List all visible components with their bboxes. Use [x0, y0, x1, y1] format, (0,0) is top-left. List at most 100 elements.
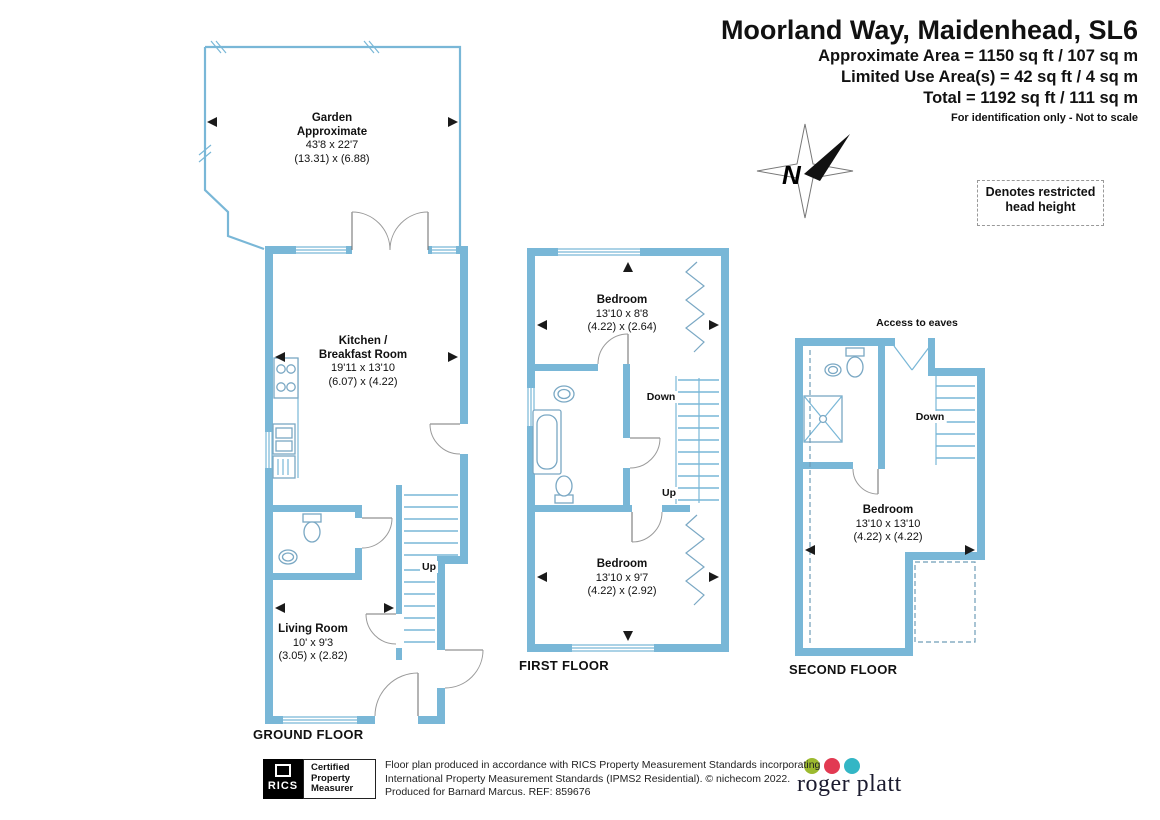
- limited-use-area: Limited Use Area(s) = 42 sq ft / 4 sq m: [841, 68, 1138, 86]
- window-icon: [283, 715, 357, 725]
- living-room-label: Living Room 10' x 9'3 (3.05) x (2.82): [278, 623, 348, 664]
- cert-line-2: Property: [311, 772, 351, 784]
- footer-line-3: Produced for Barnard Marcus. REF: 859676: [385, 786, 591, 798]
- kitchen-metric: (6.07) x (4.22): [328, 375, 398, 388]
- rics-wordmark: RICS: [267, 780, 299, 792]
- living-room-door-icon: [365, 613, 397, 645]
- footer-line-2: International Property Measurement Stand…: [385, 772, 791, 785]
- kitchen-fixtures: [272, 357, 299, 479]
- first-floor-walls: [527, 248, 729, 652]
- window-icon: [296, 245, 346, 255]
- living-metric: (3.05) x (2.82): [278, 650, 348, 662]
- hob-icon: [273, 357, 299, 399]
- garden-metric: (13.31) x (6.88): [294, 152, 370, 165]
- second-floor-bathroom-fixtures: [803, 347, 865, 443]
- kitchen-name2: Breakfast Room: [318, 348, 408, 361]
- fence-break-marks: [198, 40, 380, 163]
- cert-line-3: Measurer: [311, 783, 354, 794]
- side-door-icon: [429, 423, 461, 455]
- bedroom-back-dims: 13'10 x 9'7: [595, 571, 649, 584]
- rear-door-icon: [444, 649, 484, 689]
- compass-star-icon: [756, 123, 854, 219]
- rics-emblem-icon: [275, 764, 291, 777]
- first-floor-plan: [526, 247, 729, 653]
- bedroom-front-dims: 13'10 x 8'8: [595, 307, 649, 320]
- kitchen-label: Kitchen / Breakfast Room 19'11 x 13'10 (…: [319, 335, 407, 389]
- compass: N: [756, 123, 854, 219]
- garden-fence: [198, 40, 462, 251]
- first-floor-windows: [526, 247, 654, 653]
- bedroom-top-name: Bedroom: [862, 504, 914, 516]
- living-dims: 10' x 9'3: [292, 636, 334, 649]
- ground-floor-windows: [264, 245, 456, 725]
- front-door-icon: [374, 672, 419, 717]
- kitchen-name: Kitchen /: [338, 335, 388, 347]
- compass-arrow-icon: [804, 134, 850, 181]
- access-to-eaves-label: Access to eaves: [874, 317, 960, 329]
- basin-icon: [553, 385, 575, 403]
- toilet-icon: [845, 347, 865, 378]
- rics-logo: RICS: [263, 759, 303, 799]
- garden-label: Garden Approximate 43'8 x 22'7 (13.31) x…: [294, 112, 369, 166]
- bedroom-door-icon: [631, 511, 663, 543]
- agent-logo: roger platt: [797, 771, 902, 797]
- garden-name: Garden: [311, 112, 353, 124]
- restricted-head-height-dashes: [809, 350, 976, 644]
- eaves-access-hatch-icon: [893, 345, 931, 371]
- garden-dims: 43'8 x 22'7: [305, 139, 359, 151]
- bedroom-top-dims: 13'10 x 13'10: [855, 517, 921, 530]
- bathroom-fixtures: [532, 385, 575, 504]
- ground-floor-title: GROUND FLOOR: [253, 727, 364, 742]
- wc-fixtures: [278, 513, 322, 565]
- measurement-arrows: [207, 117, 975, 641]
- bedroom-front-name: Bedroom: [596, 294, 648, 306]
- ground-floor-plan: [264, 211, 484, 725]
- brand-dot-red: [824, 758, 840, 774]
- first-floor-doors: [597, 333, 663, 543]
- bedroom-back-name: Bedroom: [596, 558, 648, 570]
- living-name: Living Room: [278, 623, 348, 635]
- ground-floor-doors: [351, 211, 484, 717]
- appliance-icon: [272, 455, 296, 479]
- ground-floor-walls: [265, 246, 468, 724]
- first-floor-stairs: [675, 376, 719, 504]
- ground-up-label: Up: [420, 561, 438, 573]
- second-floor-doors: [852, 468, 879, 495]
- first-up-label: Up: [660, 487, 678, 499]
- bathroom-door-icon: [597, 333, 629, 365]
- second-floor-walls: [795, 338, 985, 656]
- basin-icon: [824, 363, 842, 377]
- page-title: Moorland Way, Maidenhead, SL6: [720, 15, 1138, 45]
- second-down-label: Down: [913, 411, 947, 423]
- bath-icon: [532, 409, 562, 475]
- window-icon: [432, 245, 456, 255]
- approximate-area: Approximate Area = 1150 sq ft / 107 sq m: [818, 47, 1138, 65]
- window-icon: [558, 247, 640, 257]
- total-area: Total = 1192 sq ft / 111 sq m: [923, 89, 1138, 107]
- basin-icon: [278, 549, 298, 565]
- bedroom-front-label: Bedroom 13'10 x 8'8 (4.22) x (2.64): [587, 294, 656, 335]
- restricted-head-height-legend: Denotes restricted head height: [977, 180, 1104, 226]
- window-icon: [264, 432, 274, 468]
- brand-dot-green: [804, 758, 820, 774]
- bedroom-front-metric: (4.22) x (2.64): [587, 321, 657, 333]
- toilet-icon: [554, 475, 574, 504]
- second-floor-plan: [795, 338, 985, 656]
- wc-door-icon: [361, 517, 393, 549]
- toilet-icon: [302, 513, 322, 543]
- first-floor-title: FIRST FLOOR: [519, 658, 609, 673]
- rics-certified-box: Certified Property Measurer: [303, 759, 376, 799]
- footer-line-1: Floor plan produced in accordance with R…: [385, 759, 821, 771]
- window-icon: [572, 643, 654, 653]
- wardrobe-zigzags: [685, 261, 705, 606]
- brand-dot-teal: [844, 758, 860, 774]
- bathroom-door-icon: [852, 468, 879, 495]
- header: Moorland Way, Maidenhead, SL6 Approximat…: [721, 14, 1138, 124]
- brand-dots: [804, 758, 860, 774]
- landing-door-icon: [629, 437, 661, 469]
- bedroom-top-label: Bedroom 13'10 x 13'10 (4.22) x (4.22): [853, 504, 922, 545]
- patio-door-icon: [351, 211, 429, 251]
- second-floor-title: SECOND FLOOR: [789, 662, 898, 677]
